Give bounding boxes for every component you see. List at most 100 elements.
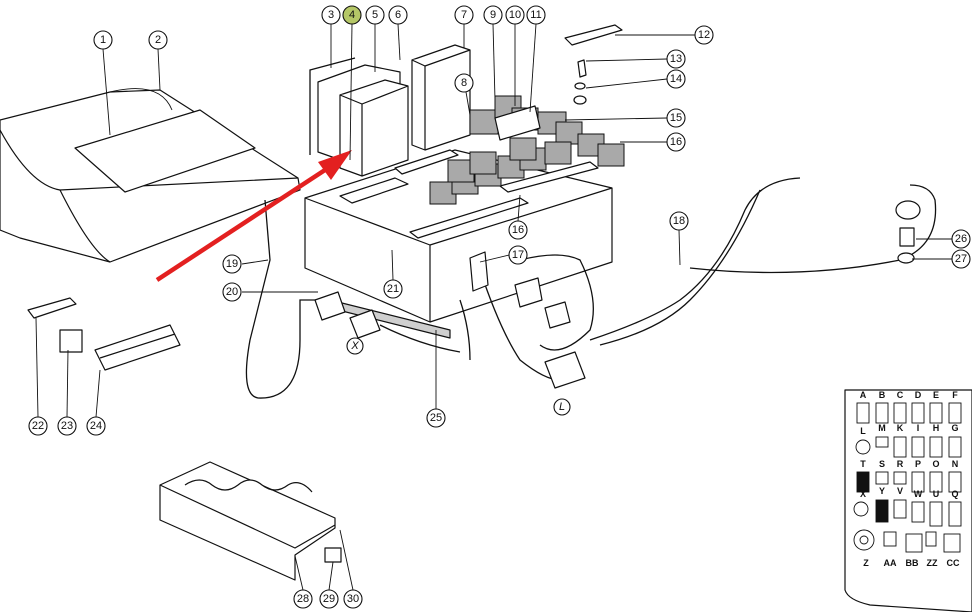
callout-10: 10 [505,5,525,25]
fuse-label-u: U [933,489,940,499]
fuse-label-w: W [914,489,923,499]
fuse-label-r: R [897,459,904,469]
callout-21: 21 [383,279,403,299]
fuse-layout-panel: A B C D E F L M K I H G [844,389,972,612]
svg-text:2: 2 [155,34,161,46]
callout-4-highlighted: 4 [342,5,362,25]
leader-lines [35,23,952,591]
wiring-harness [245,177,937,399]
svg-text:19: 19 [226,258,238,270]
callout-18: 18 [669,211,689,231]
svg-text:10: 10 [509,9,521,21]
fuse-label-l: L [860,426,866,436]
callout-29: 29 [319,589,339,609]
svg-text:X: X [350,340,359,352]
small-relays [429,95,625,205]
svg-text:30: 30 [347,593,359,605]
callout-11: 11 [526,5,546,25]
fuse-label-zz: ZZ [927,558,938,568]
switch-assembly [895,200,921,264]
red-pointer-arrow [155,150,352,282]
svg-text:26: 26 [955,233,967,245]
callout-5: 5 [365,5,385,25]
relay-box-housing [304,149,613,339]
svg-text:12: 12 [698,29,710,41]
large-relays [309,44,471,177]
callout-16-right: 16 [666,132,686,152]
fuse-label-d: D [915,390,922,400]
callout-15: 15 [666,108,686,128]
fuse-label-c: C [897,390,904,400]
callout-12: 12 [694,25,714,45]
svg-text:L: L [559,401,565,413]
small-loose-parts [27,297,181,371]
fuse-row-1: A B C D E F [856,390,962,424]
svg-text:17: 17 [512,249,524,261]
svg-text:4: 4 [349,9,355,21]
connector-label-x: X [346,337,364,355]
connector-label-l: L [553,398,571,416]
fuse-label-b: B [879,390,886,400]
callout-22: 22 [28,416,48,436]
svg-text:27: 27 [955,253,967,265]
fuse-label-f: F [952,390,958,400]
svg-text:29: 29 [323,593,335,605]
fuse-row-3: T S R P O N [856,459,962,493]
fuse-label-g: G [951,423,958,433]
fuse-label-m: M [878,423,886,433]
svg-text:3: 3 [328,9,334,21]
svg-text:25: 25 [430,412,442,424]
cover-lid [0,88,301,263]
fuse-label-s: S [879,459,885,469]
mounting-bracket [159,461,342,581]
terminal-strip-and-screws [564,24,623,105]
svg-text:8: 8 [461,77,467,89]
callout-30: 30 [343,589,363,609]
callout-2: 2 [148,30,168,50]
svg-text:15: 15 [670,112,682,124]
fuse-label-y: Y [879,486,885,496]
callout-23: 23 [57,416,77,436]
svg-text:18: 18 [673,215,685,227]
svg-text:20: 20 [226,286,238,298]
svg-text:23: 23 [61,420,73,432]
fuse-label-z: Z [863,558,869,568]
callout-13: 13 [666,49,686,69]
fuse-row-2: L M K I H G [855,423,962,458]
svg-text:6: 6 [395,9,401,21]
fuse-label-x: X [860,489,866,499]
callout-1: 1 [93,30,113,50]
svg-text:11: 11 [530,9,541,21]
svg-text:16: 16 [670,136,682,148]
callout-20: 20 [222,282,242,302]
fuse-label-aa: AA [884,558,897,568]
svg-text:1: 1 [100,34,106,46]
fuse-label-q: Q [951,489,958,499]
fuse-row-4: X Y V W U Q [853,486,962,527]
callout-9: 9 [483,5,503,25]
fuse-label-p: P [915,459,921,469]
svg-text:13: 13 [670,53,682,65]
callout-14: 14 [666,69,686,89]
svg-text:14: 14 [670,73,682,85]
fuse-label-t: T [860,459,866,469]
fuse-label-a: A [860,390,867,400]
callout-25: 25 [426,408,446,428]
callouts: 1 2 3 4 5 6 7 8 9 10 11 12 13 14 15 16 1… [28,5,971,609]
callout-27: 27 [951,249,971,269]
callout-26: 26 [951,229,971,249]
callout-28: 28 [293,589,313,609]
fuse-label-n: N [952,459,959,469]
fuse-label-cc: CC [947,558,960,568]
svg-text:22: 22 [32,420,44,432]
fuse-label-bb: BB [906,558,919,568]
callout-16-center: 16 [508,220,528,240]
callout-8: 8 [454,73,474,93]
svg-text:7: 7 [461,9,467,21]
fuse-label-i: I [917,423,920,433]
fuse-label-e: E [933,390,939,400]
svg-text:9: 9 [490,9,496,21]
svg-text:16: 16 [512,224,524,236]
callout-6: 6 [388,5,408,25]
